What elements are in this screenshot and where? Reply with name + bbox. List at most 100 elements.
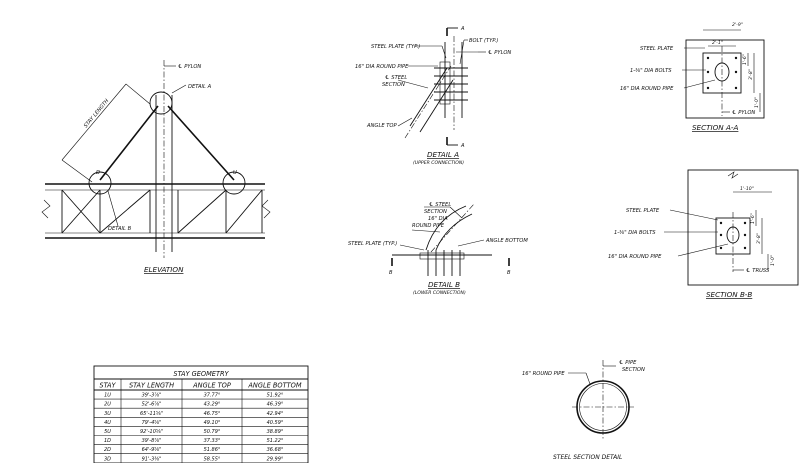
- detail-b-view: B B ℄ STEEL SECTION 16" DIA ROUND PIPE S…: [348, 202, 528, 296]
- stay-length-dimension: [61, 83, 127, 161]
- table-header-cell: STAY LENGTH: [129, 382, 174, 390]
- section-bb-break: [727, 171, 739, 179]
- table-cell: 49.10°: [204, 420, 221, 426]
- detail-b-pipe-centerline: [430, 203, 475, 253]
- detail-a-subtitle: (UPPER CONNECTION): [413, 160, 464, 166]
- section-bb-dim-width: 1'-10": [740, 186, 754, 192]
- section-b-left-letter: B: [389, 270, 393, 276]
- detail-a-pylon-label: ℄ PYLON: [488, 50, 511, 56]
- table-cell: 2U: [104, 402, 111, 408]
- detail-b-steel-label-2: SECTION: [424, 209, 447, 215]
- detail-b-angle-bottom-label: ANGLE BOTTOM: [485, 238, 528, 244]
- table-header-cell: STAY: [99, 382, 116, 390]
- section-aa-view: 2'-9" 2'-1" 1'-6" 3'-8" 1'-0" STEEL PLAT…: [620, 22, 765, 132]
- table-cell: 39'-8⅞": [142, 438, 162, 444]
- table-cell: 3D: [104, 456, 111, 462]
- steel-section-title: STEEL SECTION DETAIL: [553, 454, 622, 461]
- stay-length-ext-2: [61, 159, 93, 183]
- section-bb-pipe-label: 16" DIA ROUND PIPE: [608, 254, 662, 260]
- steel-section-pipe-cl-2: SECTION: [622, 367, 645, 373]
- detail-b-circle: [88, 171, 112, 195]
- detail-b-pipe-label-1: 16" DIA: [428, 216, 448, 222]
- steel-section-pipe-cl-1: ℄ PIPE: [619, 360, 637, 366]
- table-cell: 43.29°: [204, 402, 221, 408]
- table-cell: 5U: [104, 429, 111, 435]
- stay-cable-u: [167, 105, 235, 181]
- pylon-label: ℄ PYLON: [178, 64, 201, 70]
- section-bb-view: 1'-10" 1'-6" 3'-8" 1'-0" STEEL PLATE 1-⅜…: [608, 169, 799, 299]
- detail-b-leader: [107, 190, 119, 227]
- break-line-left: [41, 199, 51, 219]
- table-cell: 3U: [104, 411, 111, 417]
- steel-section-detail: 16" ROUND PIPE ℄ PIPE SECTION STEEL SECT…: [522, 360, 645, 461]
- table-cell: 51.86°: [204, 447, 221, 453]
- elevation-view: STAY LENGTH ℄ PYLON DETAIL A DETAIL B D …: [41, 60, 271, 274]
- table-cell: 1U: [104, 393, 111, 399]
- section-aa-title: SECTION A-A: [692, 123, 738, 132]
- detail-a-leader: [171, 84, 187, 94]
- detail-a-pipe-label: 16" DIA ROUND PIPE: [355, 64, 409, 70]
- table-cell: 52'-6⅞": [142, 402, 162, 408]
- table-cell: 38.89°: [267, 429, 284, 435]
- detail-b-steel-plate: [419, 252, 465, 260]
- detail-b-bolts: [427, 250, 461, 276]
- section-aa-dim-3: 1'-0": [754, 97, 760, 108]
- section-bb-dim-1: 1'-6": [750, 213, 756, 224]
- table-cell: 51.22°: [267, 438, 284, 444]
- steel-section-pipe-label: 16" ROUND PIPE: [522, 371, 565, 377]
- detail-a-view: A A STEEL PLATE (TYP.) BOLT (TYP.) ℄ PYL…: [355, 26, 511, 166]
- section-a-bottom-letter: A: [460, 143, 465, 149]
- detail-a-steel-section-1: ℄ STEEL: [385, 75, 407, 81]
- stay-length-label: STAY LENGTH: [83, 98, 110, 129]
- section-aa-bolts-label: 1-⅜" DIA BOLTS: [630, 68, 672, 74]
- mark-d: D: [96, 170, 100, 176]
- table-cell: 91'-3⅜": [142, 456, 162, 462]
- table-title: STAY GEOMETRY: [173, 370, 229, 378]
- table-cell: 65'-11⅝": [140, 411, 163, 417]
- section-aa-dim-width: 2'-9": [732, 22, 743, 28]
- stay-length-ext-1: [125, 83, 151, 105]
- section-bb-truss-label: ℄ TRUSS: [746, 268, 770, 274]
- table-cell: 29.99°: [267, 456, 284, 462]
- section-bb-dimensions: [733, 191, 772, 270]
- section-aa-pipe-label: 16" DIA ROUND PIPE: [620, 86, 674, 92]
- detail-b-pipe: [425, 205, 473, 251]
- section-bb-dim-2: 3'-8": [756, 233, 762, 244]
- truss-webs: [61, 189, 263, 234]
- section-bb-bolts: [719, 221, 747, 250]
- detail-b-subtitle: (LOWER CONNECTION): [413, 290, 466, 296]
- detail-b-steel-plate-label: STEEL PLATE (TYP.): [348, 241, 397, 247]
- detail-a-circle: [149, 91, 173, 115]
- table-cell: 51.92°: [267, 393, 284, 399]
- section-bb-plate-label: STEEL PLATE: [626, 208, 660, 214]
- section-a-top-letter: A: [460, 26, 465, 32]
- section-aa-leaders: [682, 47, 730, 113]
- detail-a-label: DETAIL A: [188, 84, 212, 90]
- break-line-right: [261, 199, 271, 219]
- section-aa-dim-1: 1'-6": [742, 54, 748, 65]
- section-bb-outline: [687, 169, 799, 286]
- section-bb-title: SECTION B-B: [706, 290, 752, 299]
- detail-a-pipe: [409, 67, 454, 133]
- detail-b-leaders: [399, 206, 485, 251]
- table-cell: 58.55°: [204, 456, 221, 462]
- table-cell: 2D: [104, 447, 111, 453]
- section-b-right-letter: B: [507, 270, 511, 276]
- table-cell: 39'-3⅞": [142, 393, 162, 399]
- detail-u-circle: [222, 171, 246, 195]
- table-cell: 79'-4⅝": [142, 420, 162, 426]
- detail-a-bolts: [434, 67, 468, 101]
- section-aa-plate-label: STEEL PLATE: [640, 46, 674, 52]
- detail-b-title: DETAIL B: [428, 280, 460, 289]
- table-cell: 42.94°: [267, 411, 284, 417]
- section-bb-leaders: [664, 209, 744, 271]
- table-header-cell: ANGLE TOP: [192, 382, 231, 390]
